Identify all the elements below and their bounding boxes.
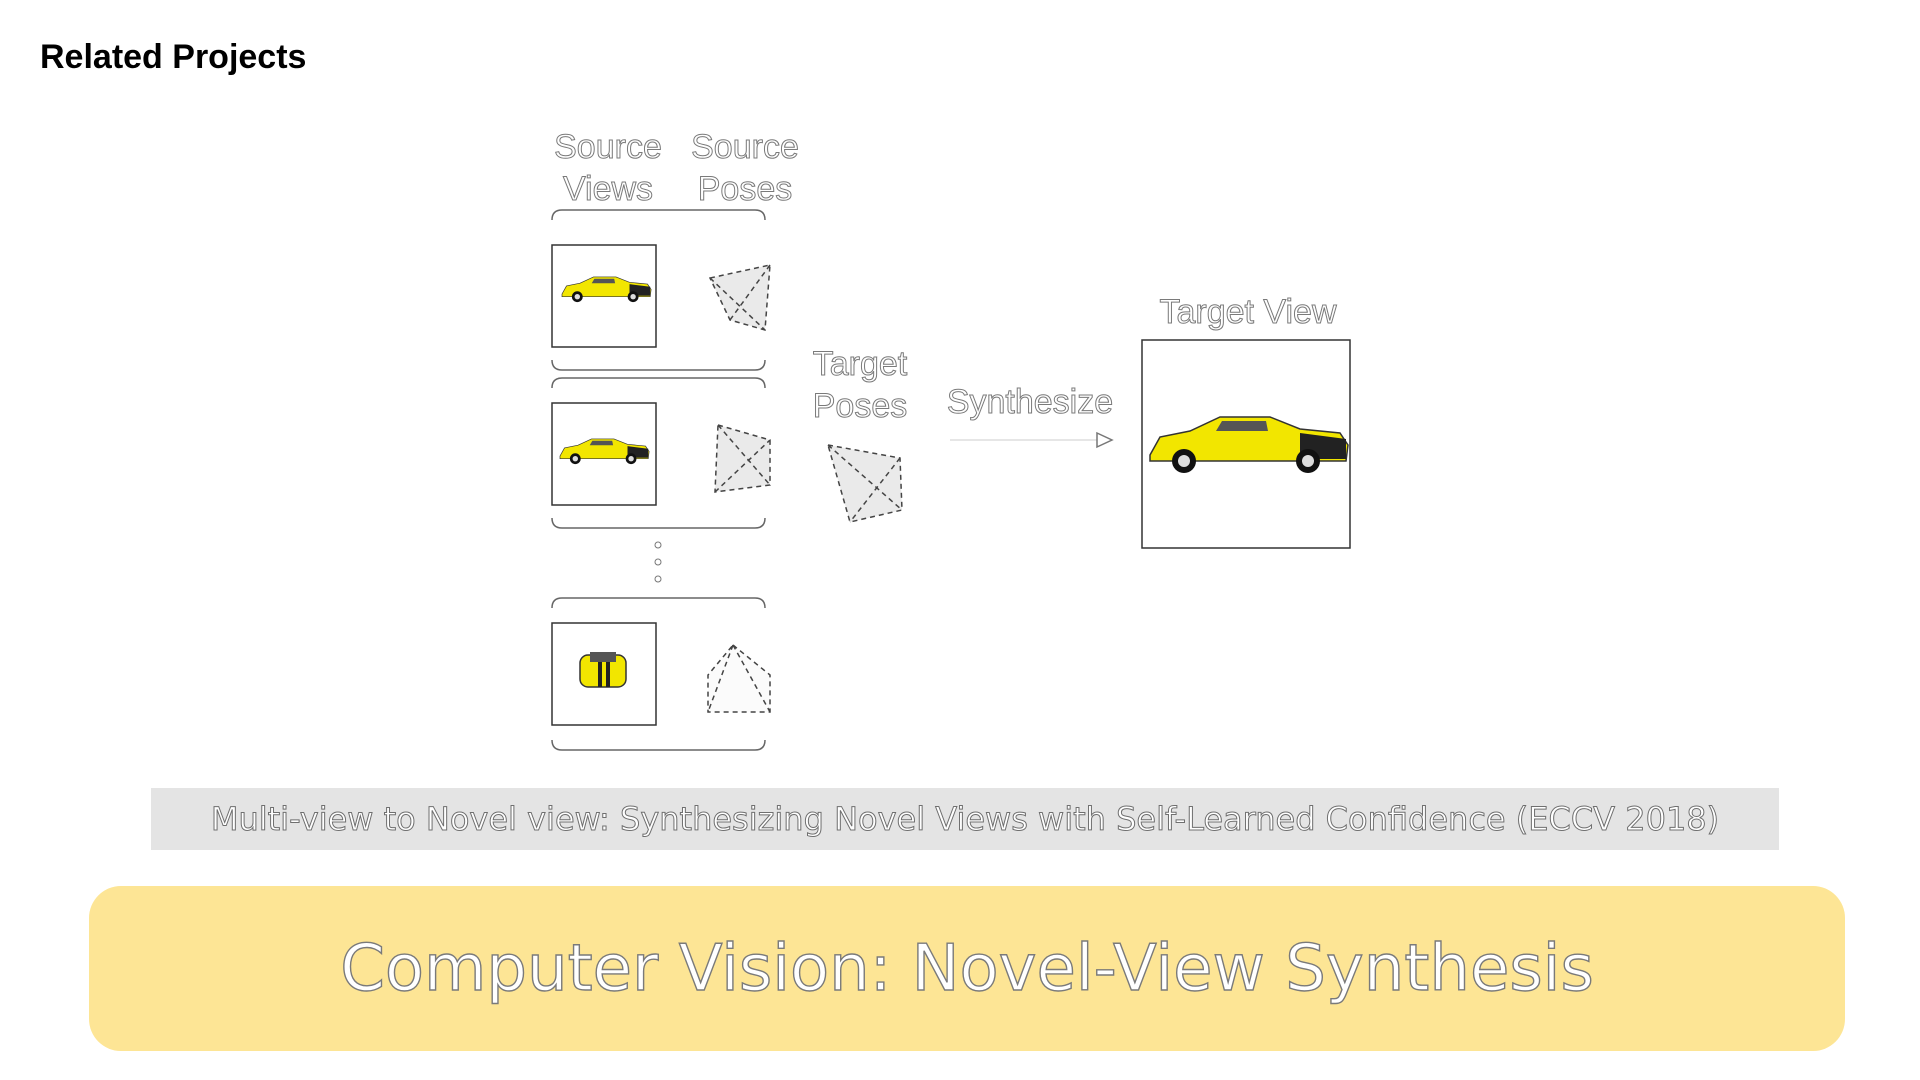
source-poses-label-line2: Poses <box>698 170 793 208</box>
paper-caption: Multi-view to Novel view: Synthesizing N… <box>210 800 1720 839</box>
source-pair-3 <box>551 597 771 751</box>
topic-banner: Computer Vision: Novel-View Synthesis <box>89 886 1845 1051</box>
source-views-label-line1: Source <box>554 128 662 166</box>
page-title: Related Projects <box>40 38 307 76</box>
novel-view-synthesis-figure: Source Views Source Poses <box>530 120 1370 760</box>
target-pose-icon <box>826 444 903 523</box>
camera-pose-icon-2 <box>714 424 771 493</box>
source-poses-label-line1: Source <box>691 128 799 166</box>
source-views-label-line2: Views <box>563 170 653 208</box>
arrow-right-icon <box>1096 431 1114 449</box>
source-pair-1 <box>551 209 771 371</box>
camera-pose-icon-1 <box>708 264 771 331</box>
banner-title: Computer Vision: Novel-View Synthesis <box>340 931 1595 1006</box>
camera-pose-icon-3 <box>707 643 771 713</box>
source-pair-2 <box>551 377 771 529</box>
paper-caption-bar: Multi-view to Novel view: Synthesizing N… <box>151 788 1779 850</box>
synthesize-label: Synthesize <box>947 383 1113 421</box>
target-poses-label-line2: Poses <box>813 387 908 425</box>
target-view-label: Target View <box>1159 293 1336 331</box>
target-poses-label-line1: Target <box>813 345 908 383</box>
car-icon <box>579 652 627 688</box>
ellipsis-dots <box>654 541 662 583</box>
